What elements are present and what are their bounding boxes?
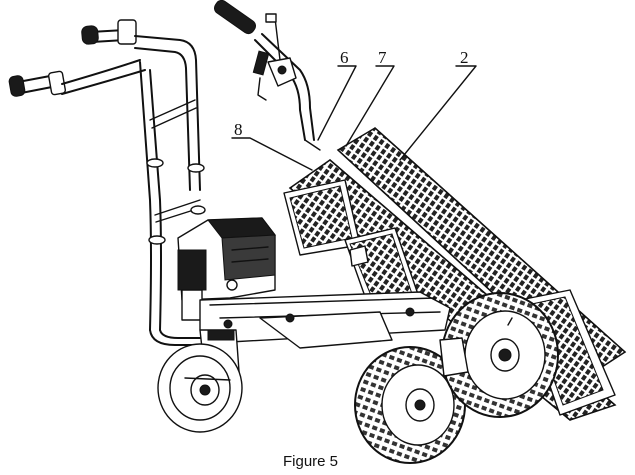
rear-wheel-back: [354, 346, 466, 464]
rear-wheel-front: [439, 292, 559, 418]
handlebar-frame: [8, 19, 221, 346]
leader-lines: [231, 65, 477, 171]
callout-2: 2: [460, 48, 469, 67]
callout-6: 6: [340, 48, 349, 67]
callout-7: 7: [378, 48, 387, 67]
lift-handle: [214, 0, 321, 151]
figure-caption: Figure 5: [283, 453, 338, 470]
chassis-frame: [199, 245, 451, 349]
front-caster-wheel: [157, 329, 243, 433]
callout-8: 8: [234, 120, 243, 139]
motor-housing: [177, 217, 276, 321]
